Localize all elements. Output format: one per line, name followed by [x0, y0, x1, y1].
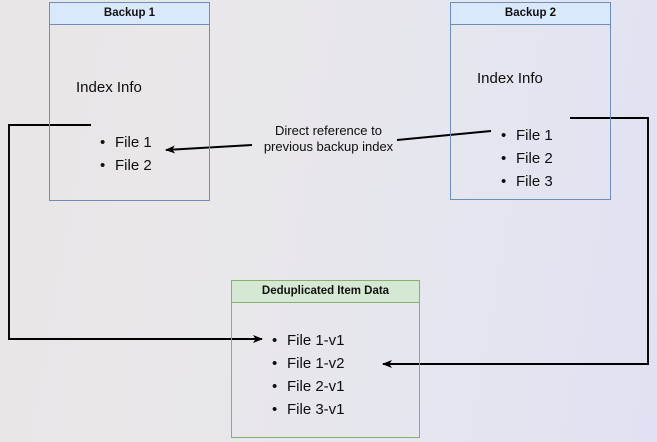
list-item: File 2	[501, 147, 553, 170]
direct-reference-edge-label: Direct reference to previous backup inde…	[263, 123, 394, 154]
backup-2-body: Index Info File 1 File 2 File 3	[451, 25, 610, 199]
backup-1-box[interactable]: Backup 1 Index Info File 1 File 2	[49, 2, 210, 201]
list-item: File 2-v1	[272, 375, 345, 398]
backup-1-header: Backup 1	[50, 3, 209, 25]
backup-1-body: Index Info File 1 File 2	[50, 25, 209, 200]
deduplicated-file-list: File 1-v1 File 1-v2 File 2-v1 File 3-v1	[272, 329, 345, 421]
backup-2-box[interactable]: Backup 2 Index Info File 1 File 2 File 3	[450, 2, 611, 200]
list-item: File 1-v2	[272, 352, 345, 375]
list-item: File 1	[501, 124, 553, 147]
list-item: File 2	[100, 154, 152, 177]
list-item: File 1	[100, 131, 152, 154]
list-item: File 3-v1	[272, 398, 345, 421]
backup-2-header: Backup 2	[451, 3, 610, 25]
list-item: File 1-v1	[272, 329, 345, 352]
backup-1-file-list: File 1 File 2	[100, 131, 152, 177]
deduplicated-item-data-header: Deduplicated Item Data	[232, 281, 419, 303]
backup-2-file-list: File 1 File 2 File 3	[501, 124, 553, 193]
list-item: File 3	[501, 170, 553, 193]
deduplicated-item-data-body: File 1-v1 File 1-v2 File 2-v1 File 3-v1	[232, 303, 419, 437]
backup-2-index-label: Index Info	[477, 70, 543, 87]
deduplicated-item-data-box[interactable]: Deduplicated Item Data File 1-v1 File 1-…	[231, 280, 420, 438]
backup-1-index-label: Index Info	[76, 79, 142, 96]
